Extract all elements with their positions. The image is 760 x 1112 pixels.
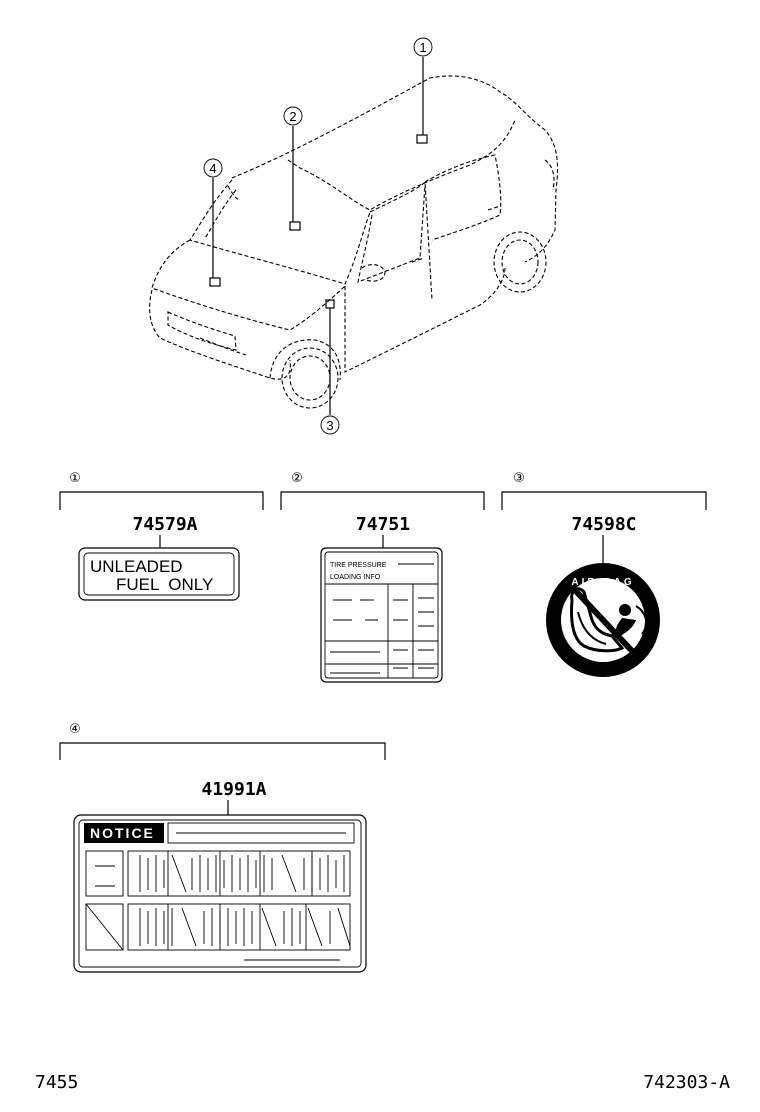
callout-2-group: ② 74751 TIRE PRESSURE LOADING INFO	[280, 470, 485, 683]
part-number-74598C: 74598C	[571, 514, 636, 535]
car-callouts: 1 2 4 3	[203, 37, 433, 435]
car-callout-3: 3	[326, 418, 333, 433]
notice-heading: NOTICE	[90, 825, 155, 841]
part-number-41991A: 41991A	[201, 779, 266, 800]
label-unleaded-line2: FUEL ONLY	[116, 575, 213, 594]
tire-label-line1: TIRE PRESSURE	[330, 562, 387, 569]
vehicle-illustration	[149, 75, 559, 409]
airbag-warning-icon	[546, 563, 660, 677]
part-number-74751: 74751	[356, 514, 410, 535]
callout-3-group: ③ 74598C AIR BAG	[501, 470, 707, 677]
footer-left-code: 7455	[35, 1072, 78, 1093]
airbag-ring-text: AIR BAG	[571, 577, 634, 588]
car-callout-2: 2	[289, 109, 296, 124]
car-callout-1: 1	[419, 40, 426, 55]
callout-1-group: ① 74579A UNLEADED FUEL ONLY	[59, 470, 264, 601]
callout-4-number: ④	[69, 721, 81, 736]
callout-3-number: ③	[513, 470, 525, 485]
car-callout-4: 4	[209, 161, 216, 176]
callout-4-group: ④ 41991A NOTICE	[59, 721, 386, 973]
tire-label-line2: LOADING INFO	[330, 574, 381, 581]
callout-2-number: ②	[291, 470, 303, 485]
part-number-74579A: 74579A	[132, 514, 197, 535]
label-unleaded-line1: UNLEADED	[90, 557, 183, 576]
callout-1-number: ①	[69, 470, 81, 485]
footer-right-code: 742303-A	[643, 1072, 730, 1093]
